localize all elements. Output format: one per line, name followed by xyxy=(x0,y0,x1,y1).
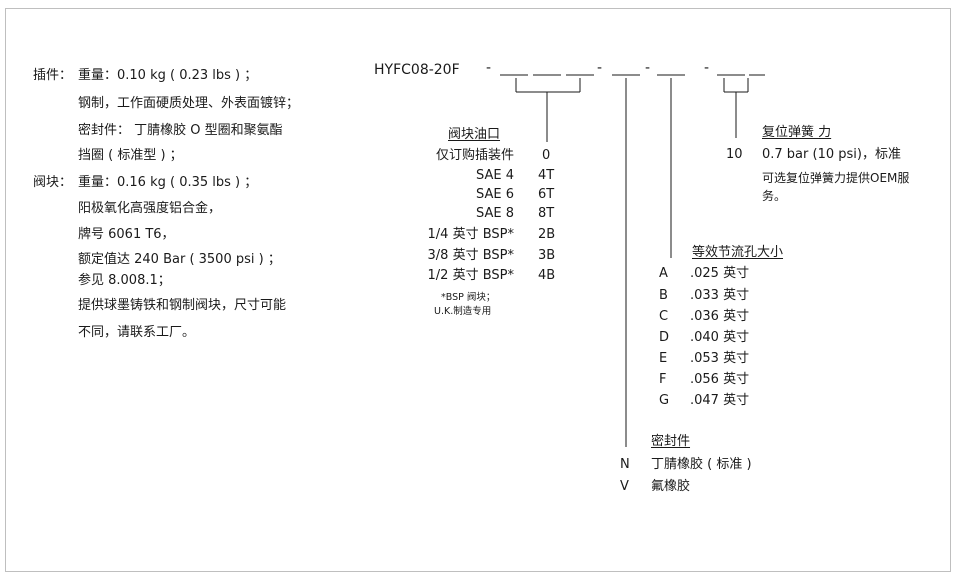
body-note-line-1: 提供球墨铸铁和钢制阀块，尺寸可能 xyxy=(78,298,287,313)
insert-seal-line-2: 挡圈 ( 标准型 ) ； xyxy=(78,148,183,163)
seal-row-code: V xyxy=(620,479,629,494)
spring-title: 复位弹簧 力 xyxy=(762,125,832,140)
orifice-row-value: .033 英寸 xyxy=(690,288,750,303)
orifice-row-value: .040 英寸 xyxy=(690,330,750,345)
insert-weight: 重量：0.10 kg ( 0.23 lbs ) ； xyxy=(78,68,258,83)
model-dash-2: - xyxy=(597,60,603,76)
orifice-row-code: E xyxy=(659,351,668,366)
port-row-code: 8T xyxy=(538,206,555,221)
port-row-label: 3/8 英寸 BSP* xyxy=(427,248,514,263)
port-row-label: 1/4 英寸 BSP* xyxy=(427,227,514,242)
body-label: 阀块： xyxy=(33,175,73,190)
port-row-label: 1/2 英寸 BSP* xyxy=(427,268,514,283)
spring-code: 10 xyxy=(726,147,743,162)
ports-title: 阀块油口 xyxy=(448,127,501,142)
port-row-label: SAE 6 xyxy=(475,187,514,202)
spring-note-line-1: 可选复位弹簧力提供OEM服 xyxy=(762,171,910,185)
orifice-row-code: G xyxy=(659,393,670,408)
orifice-row-code: B xyxy=(659,288,668,303)
body-grade: 牌号 6061 T6， xyxy=(78,227,175,242)
orifice-row-value: .025 英寸 xyxy=(690,266,750,281)
ports-note-line-2: U.K.制造专用 xyxy=(434,306,492,317)
body-reference: 参见 8.008.1； xyxy=(78,273,171,288)
port-row-code: 3B xyxy=(538,248,556,263)
orifice-row-value: .056 英寸 xyxy=(690,372,750,387)
seal-row-code: N xyxy=(620,457,630,472)
orifice-row-value: .036 英寸 xyxy=(690,309,750,324)
model-dash-4: - xyxy=(704,60,710,76)
ports-note-line-1: *BSP 阀块； xyxy=(441,292,496,303)
orifice-title: 等效节流孔大小 xyxy=(692,245,784,260)
port-row-code: 6T xyxy=(538,187,555,202)
body-weight: 重量：0.16 kg ( 0.35 lbs ) ； xyxy=(78,175,258,190)
body-rating: 额定值达 240 Bar ( 3500 psi ) ； xyxy=(78,252,281,267)
orifice-row-value: .047 英寸 xyxy=(690,393,750,408)
page-frame xyxy=(5,8,951,572)
body-note-line-2: 不同，请联系工厂。 xyxy=(78,325,196,340)
spring-value: 0.7 bar (10 psi)，标准 xyxy=(762,147,901,162)
orifice-row-code: F xyxy=(659,372,667,387)
orifice-row-code: A xyxy=(659,266,668,281)
seal-row-value: 丁腈橡胶 ( 标准 ) xyxy=(651,457,752,472)
port-row-code: 0 xyxy=(542,148,551,163)
body-material: 阳极氧化高强度铝合金， xyxy=(78,201,222,216)
port-row-label: SAE 8 xyxy=(475,206,514,221)
port-row-code: 2B xyxy=(538,227,556,242)
orifice-row-value: .053 英寸 xyxy=(690,351,750,366)
model-code: HYFC08-20F xyxy=(374,62,460,78)
port-row-code: 4B xyxy=(538,268,556,283)
model-dash-1: - xyxy=(486,60,492,76)
insert-seal-line-1: 密封件： 丁腈橡胶 O 型圈和聚氨酯 xyxy=(78,123,283,138)
insert-material: 钢制，工作面硬质处理、外表面镀锌； xyxy=(78,96,300,111)
seals-title: 密封件 xyxy=(651,434,691,449)
seal-row-value: 氟橡胶 xyxy=(651,479,691,494)
spring-note-line-2: 务。 xyxy=(762,189,787,203)
orifice-row-code: C xyxy=(659,309,669,324)
insert-label: 插件： xyxy=(33,68,73,83)
port-row-label: SAE 4 xyxy=(475,168,514,183)
port-row-label: 仅订购插装件 xyxy=(435,148,514,163)
model-dash-3: - xyxy=(645,60,651,76)
port-row-code: 4T xyxy=(538,168,555,183)
orifice-row-code: D xyxy=(659,330,670,345)
